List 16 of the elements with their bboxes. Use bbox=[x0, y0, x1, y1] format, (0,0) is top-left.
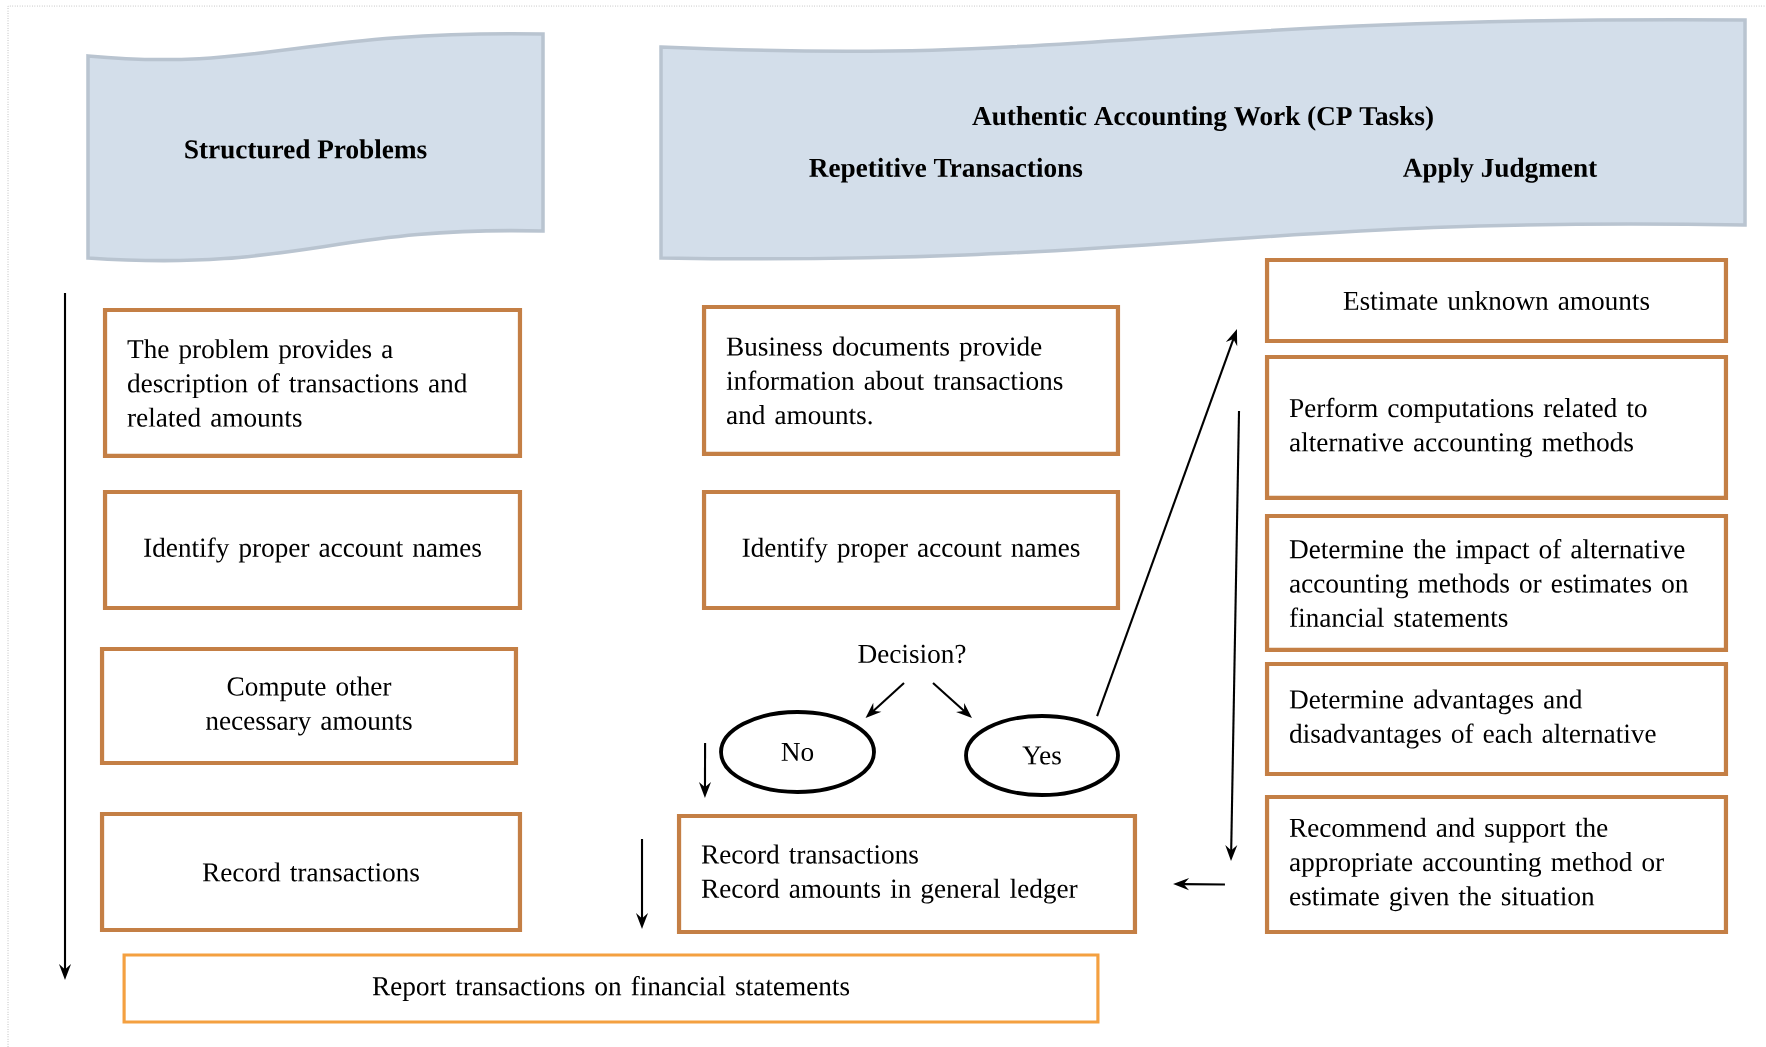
process-box: Record transactions bbox=[99, 811, 523, 933]
process-box: Record transactions Record amounts in general ledger bbox=[676, 813, 1138, 935]
process-box: The problem provides a description of transactions and related amounts bbox=[102, 307, 523, 459]
process-box: Recommend and support the appropriate accounting method or estimate given the situation bbox=[1264, 794, 1729, 935]
process-box: Identify proper account names bbox=[701, 489, 1121, 611]
process-box: Determine the impact of alternative accounting methods or estimates on financial statements bbox=[1264, 513, 1729, 653]
decision-label: Decision? bbox=[858, 644, 966, 664]
process-box: Identify proper account names bbox=[102, 489, 523, 611]
process-box: Estimate unknown amounts bbox=[1264, 257, 1729, 344]
process-box: Business documents provide information about transactions and amounts. bbox=[701, 304, 1121, 457]
process-box: Compute other necessary amounts bbox=[99, 646, 519, 766]
banner: Authentic Accounting Work (CP Tasks) Repetitive Transactions Apply Judgment bbox=[659, 18, 1747, 261]
report-box: Report transactions on financial statements bbox=[122, 953, 1100, 1024]
process-box: Determine advantages and disadvantages of each alternative bbox=[1264, 661, 1729, 777]
process-box: Perform computations related to alternative accounting methods bbox=[1264, 354, 1729, 501]
banner: Structured Problems bbox=[86, 32, 545, 263]
